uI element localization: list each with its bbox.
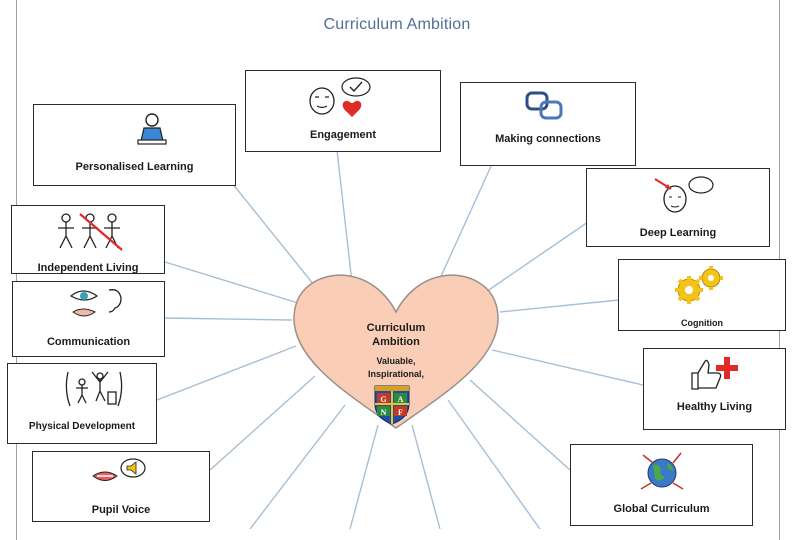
shield-letter: F bbox=[398, 408, 403, 417]
thumbs-up-cross-icon bbox=[691, 357, 738, 390]
spoke bbox=[437, 163, 493, 284]
person-at-desk-icon bbox=[137, 113, 167, 145]
thinking-head-icon bbox=[654, 176, 714, 213]
spoke bbox=[163, 317, 293, 321]
spoke bbox=[336, 149, 353, 284]
spoke bbox=[164, 261, 299, 304]
node-communication: Communication bbox=[12, 281, 165, 357]
shield-letter: A bbox=[398, 395, 404, 404]
center-subtitle-line2: Inspirational, bbox=[367, 369, 424, 379]
node-independent-living: Independent Living bbox=[11, 205, 165, 274]
heart-icon bbox=[293, 274, 499, 429]
spoke bbox=[447, 399, 541, 529]
globe-arrows-icon bbox=[640, 452, 684, 490]
node-label: Making connections bbox=[495, 133, 601, 145]
spoke bbox=[231, 182, 319, 291]
node-global-curriculum: Global Curriculum bbox=[570, 444, 753, 526]
node-engagement: Engagement bbox=[245, 70, 441, 152]
node-label: Communication bbox=[46, 336, 131, 348]
gears-icon bbox=[675, 266, 723, 304]
spoke bbox=[491, 349, 644, 386]
people-crossed-icon bbox=[58, 213, 123, 251]
spoke bbox=[249, 404, 346, 529]
node-label: Independent Living bbox=[37, 262, 139, 274]
node-label: Deep Learning bbox=[639, 227, 717, 239]
node-label: Global Curriculum bbox=[613, 503, 710, 515]
node-label: Engagement bbox=[309, 129, 376, 141]
spoke bbox=[349, 424, 379, 529]
node-label: Healthy Living bbox=[676, 401, 753, 413]
node-pupil-voice: Pupil Voice bbox=[32, 451, 210, 522]
eye-ear-mouth-icon bbox=[69, 289, 122, 317]
spoke bbox=[499, 299, 620, 313]
node-personalised-learning: Personalised Learning bbox=[33, 104, 236, 186]
spoke bbox=[469, 379, 571, 471]
node-deep-learning: Deep Learning bbox=[586, 168, 770, 247]
center-title-line2: Ambition bbox=[372, 336, 420, 348]
spoke bbox=[209, 375, 316, 471]
node-label: Pupil Voice bbox=[91, 504, 151, 516]
face-with-heart-icon bbox=[309, 77, 371, 117]
node-cognition: Cognition bbox=[618, 259, 786, 331]
node-label: Personalised Learning bbox=[75, 161, 194, 173]
spoke bbox=[156, 345, 297, 401]
node-label: Cognition bbox=[681, 318, 723, 328]
spoke bbox=[479, 221, 589, 297]
node-healthy-living: Healthy Living bbox=[643, 348, 786, 430]
school-shield-logo: G A N F bbox=[374, 385, 410, 425]
node-making-connections: Making connections bbox=[460, 82, 636, 166]
shield-letter: G bbox=[380, 395, 386, 404]
chain-link-icon bbox=[525, 91, 563, 120]
node-label: Physical Development bbox=[28, 421, 136, 432]
center-title-line1: Curriculum bbox=[366, 322, 426, 334]
spoke-lines bbox=[156, 149, 644, 529]
shield-letter: N bbox=[381, 408, 387, 417]
exercise-figures-icon bbox=[65, 371, 123, 407]
spoke bbox=[411, 424, 441, 529]
central-heart: Curriculum Ambition Valuable, Inspiratio… bbox=[288, 268, 504, 436]
center-subtitle-line1: Valuable, bbox=[376, 356, 416, 366]
page-title: Curriculum Ambition bbox=[323, 16, 471, 33]
node-physical-development: Physical Development bbox=[7, 363, 157, 444]
mouth-speaker-icon bbox=[92, 458, 146, 481]
